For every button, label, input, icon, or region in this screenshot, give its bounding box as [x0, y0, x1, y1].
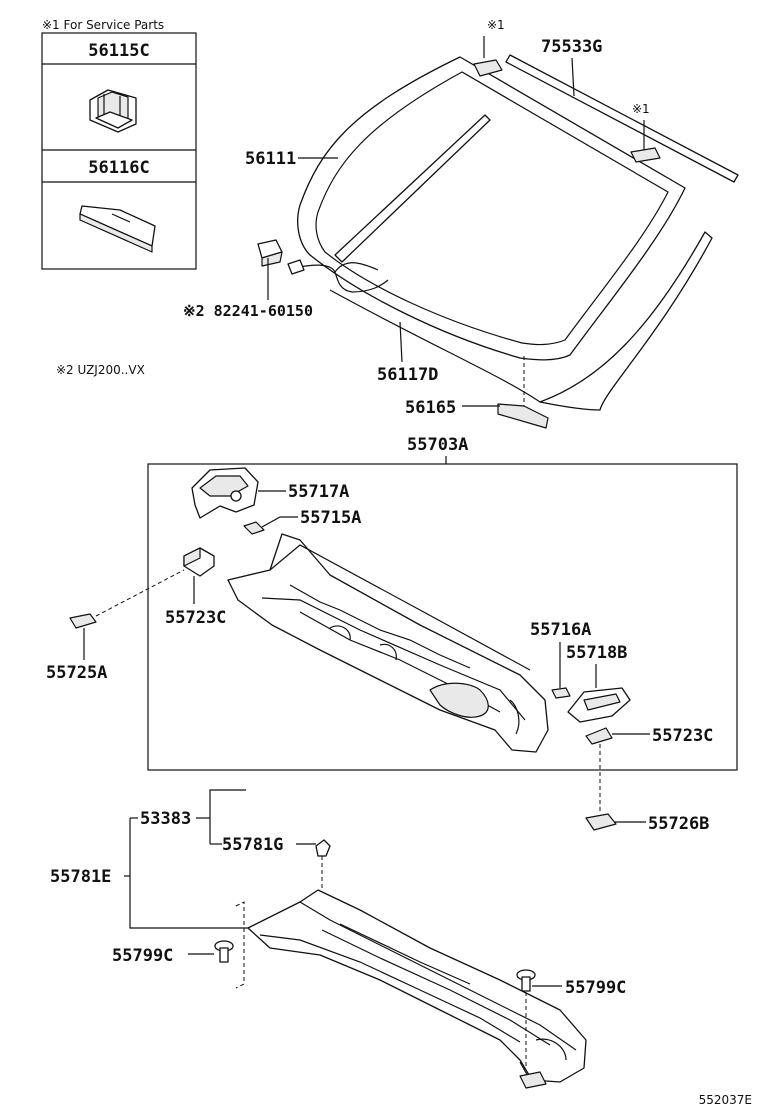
note-mark1-b: ※1	[632, 102, 650, 116]
label-55781E: 55781E	[50, 867, 111, 887]
note-uzj200: ※2 UZJ200..VX	[56, 363, 145, 377]
windshield-glass	[297, 56, 686, 361]
service-part-56115C-label: 56115C	[88, 41, 149, 61]
service-sticker-a	[473, 59, 503, 77]
label-56165: 56165	[405, 398, 456, 418]
seal-55723C-right	[585, 727, 613, 745]
label-55716A: 55716A	[530, 620, 591, 640]
side-molding	[539, 231, 713, 411]
label-55799C-left: 55799C	[112, 946, 173, 966]
label-55723C-right: 55723C	[652, 726, 713, 746]
clip-56115C-icon	[89, 89, 137, 133]
service-part-56116C-label: 56116C	[88, 158, 149, 178]
bracket-55717A-icon	[191, 467, 259, 519]
clip-55781G-icon	[315, 839, 331, 857]
top-molding	[505, 54, 739, 183]
label-56117D: 56117D	[377, 365, 438, 385]
label-55725A: 55725A	[46, 663, 107, 683]
service-parts-frame	[41, 32, 197, 270]
label-55715A: 55715A	[300, 508, 361, 528]
bracket-55718B-icon	[567, 687, 631, 723]
spacer-56165	[497, 403, 549, 429]
cowl-assembly-frame	[147, 463, 738, 771]
spacer-56116C-icon	[79, 205, 156, 253]
label-55717A: 55717A	[288, 482, 349, 502]
label-75533G: 75533G	[541, 37, 602, 57]
clip-55715A	[243, 521, 265, 535]
label-55726B: 55726B	[648, 814, 709, 834]
rain-sensor-connector-icon	[257, 239, 305, 275]
label-55799C-right: 55799C	[565, 978, 626, 998]
label-55703A: 55703A	[407, 435, 468, 455]
clip-55799C-left-icon	[214, 940, 234, 963]
clip-55716A	[551, 687, 571, 699]
clip-55799C-right-icon	[516, 969, 536, 992]
label-53383: 53383	[140, 809, 191, 829]
label-82241-60150: ※2 82241-60150	[183, 302, 313, 320]
note-mark1-a: ※1	[487, 18, 505, 32]
diagram-code: 552037E	[699, 1093, 752, 1107]
service-parts-header: ※1 For Service Parts	[42, 18, 164, 32]
label-55781G: 55781G	[222, 835, 283, 855]
label-55723C-left: 55723C	[165, 608, 226, 628]
cowl-louver-55781E	[247, 889, 587, 1089]
label-55718B: 55718B	[566, 643, 627, 663]
pad-55725A	[69, 613, 97, 629]
pad-55726B	[585, 813, 617, 831]
service-sticker-b	[630, 147, 661, 163]
windshield-group	[257, 54, 739, 429]
seal-55723C-left-icon	[183, 547, 215, 577]
service-parts-box: ※1 For Service Parts 56115C 56116C	[41, 18, 197, 270]
label-56111: 56111	[245, 149, 296, 169]
cowl-top-panel	[227, 533, 549, 753]
